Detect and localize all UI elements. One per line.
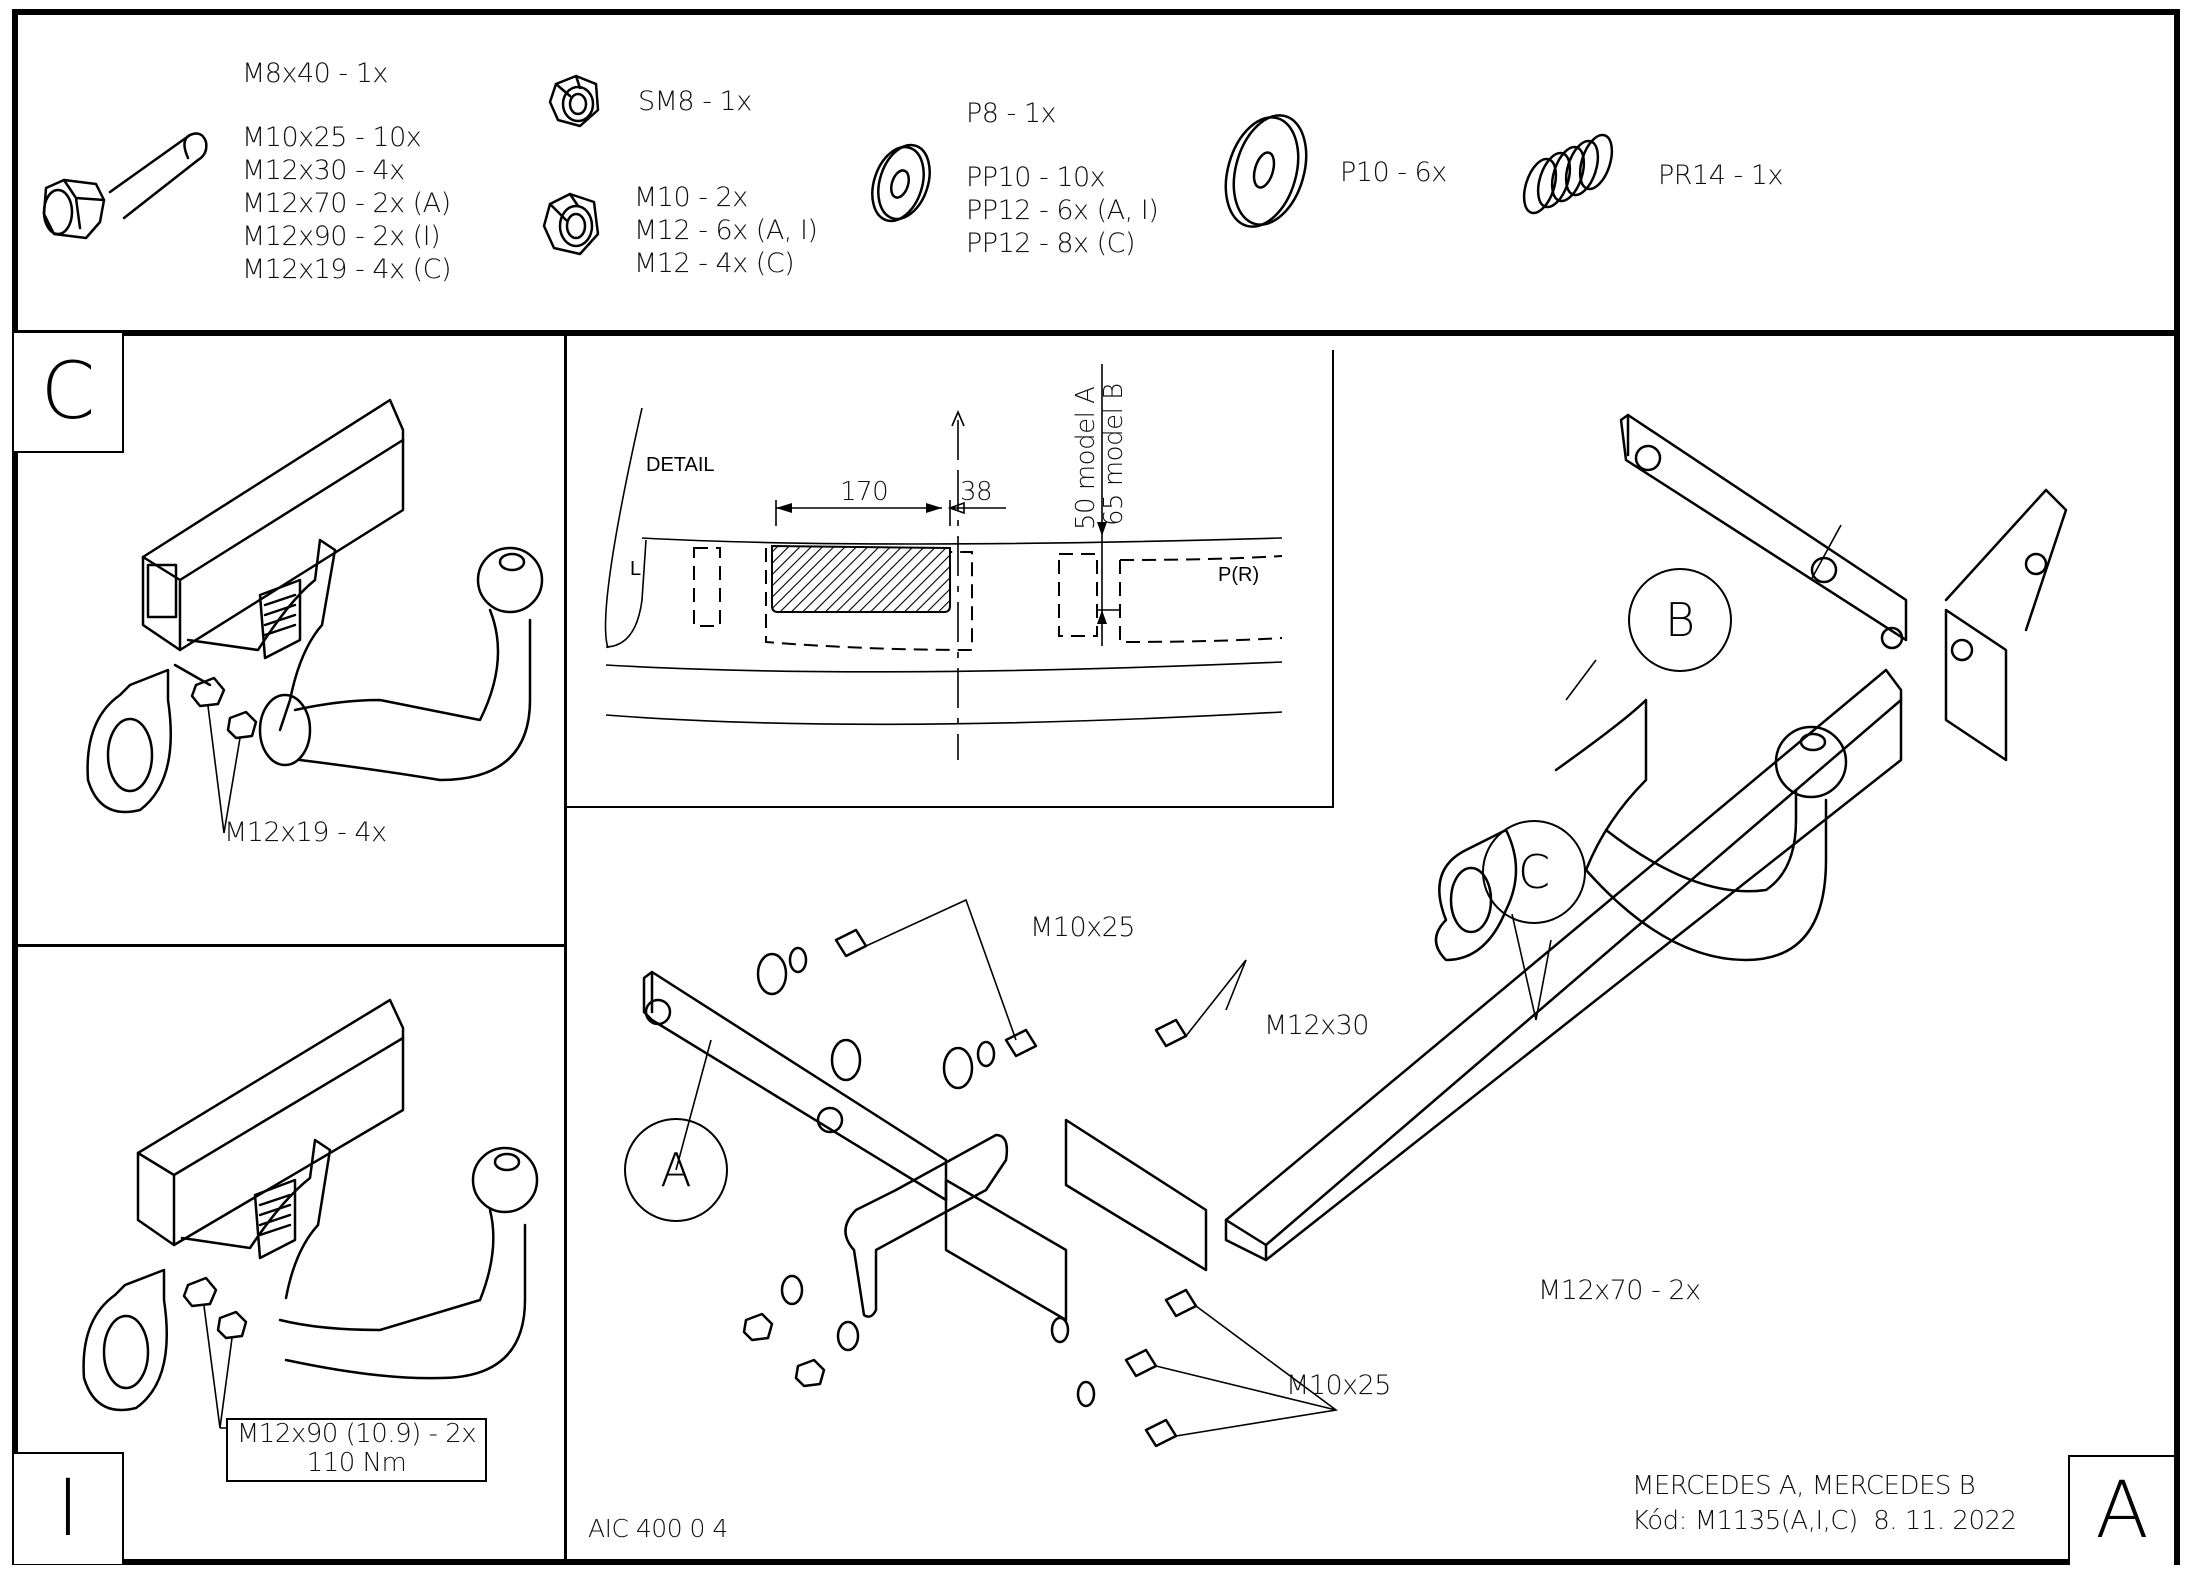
detail-box	[566, 350, 1334, 808]
hex-nut-icon	[542, 192, 600, 256]
washer-item: PP10 - 10x	[966, 162, 1106, 193]
nut-item: M10 - 2x	[634, 182, 748, 213]
towbar-detachable-drawing	[86, 398, 544, 834]
callout-m10x25-bottom: M10x25	[1286, 1370, 1392, 1401]
washer-item: P8 - 1x	[966, 98, 1057, 129]
callout-m12x70: M12x70 - 2x	[1538, 1275, 1701, 1306]
towbar-fixed-drawing	[82, 998, 539, 1429]
large-washer-icon	[1224, 114, 1308, 228]
callout-m10x25-top: M10x25	[1030, 912, 1136, 943]
washer-item: PP12 - 8x (C)	[966, 228, 1136, 259]
variant-letter: A	[2068, 1455, 2174, 1565]
bolt-item: M10x25 - 10x	[242, 122, 422, 153]
hex-bolt-icon	[42, 132, 208, 240]
lock-nut-item: SM8 - 1x	[638, 86, 752, 117]
parts-list-divider	[12, 330, 2180, 336]
left-column-divider	[564, 333, 567, 1563]
bubble-b: B	[1628, 568, 1732, 672]
panel-i-letter: I	[14, 1452, 124, 1564]
large-washer-item: P10 - 6x	[1340, 157, 1447, 188]
panel-c-letter: C	[14, 333, 124, 453]
drawing-code: AIC 400 0 4	[588, 1514, 728, 1543]
drawing-frame	[12, 9, 2180, 1565]
vehicle-models: MERCEDES A, MERCEDES B	[1632, 1471, 1976, 1501]
callout-m12x30: M12x30	[1264, 1010, 1370, 1041]
detail-drawing	[604, 364, 1283, 760]
washer-item: PP12 - 6x (A, I)	[966, 195, 1159, 226]
panel-i-callout-line2: 110 Nm	[306, 1448, 407, 1478]
panel-i-callout-box: M12x90 (10.9) - 2x 110 Nm	[226, 1418, 487, 1482]
nut-item: M12 - 6x (A, I)	[634, 215, 818, 246]
bolt-item: M12x90 - 2x (I)	[242, 221, 441, 252]
nut-item: M12 - 4x (C)	[634, 248, 795, 279]
detail-title: DETAIL	[646, 454, 715, 476]
main-assembly-drawing	[642, 413, 2068, 1448]
panel-i-callout-line1: M12x90 (10.9) - 2x	[236, 1419, 477, 1449]
spring-icon	[1522, 133, 1614, 215]
lock-nut-icon	[548, 74, 600, 128]
detail-side-right: P(R)	[1218, 564, 1260, 586]
detail-side-left: L	[630, 558, 642, 580]
bolt-item: M8x40 - 1x	[242, 58, 388, 89]
product-code-date: Kód: M1135(A,I,C) 8. 11. 2022	[1632, 1506, 2017, 1536]
bolt-item: M12x19 - 4x (C)	[242, 254, 452, 285]
detail-dim-170: 170	[840, 477, 889, 507]
spring-item: PR14 - 1x	[1658, 160, 1783, 191]
panel-c-i-divider	[14, 944, 566, 947]
washer-icon	[871, 143, 931, 223]
bubble-c: C	[1482, 820, 1586, 924]
bolt-item: M12x70 - 2x (A)	[242, 188, 451, 219]
bolt-item: M12x30 - 4x	[242, 155, 405, 186]
panel-c-callout: M12x19 - 4x	[224, 817, 387, 848]
bubble-a: A	[624, 1118, 728, 1222]
detail-dim-38: 38	[960, 477, 993, 507]
